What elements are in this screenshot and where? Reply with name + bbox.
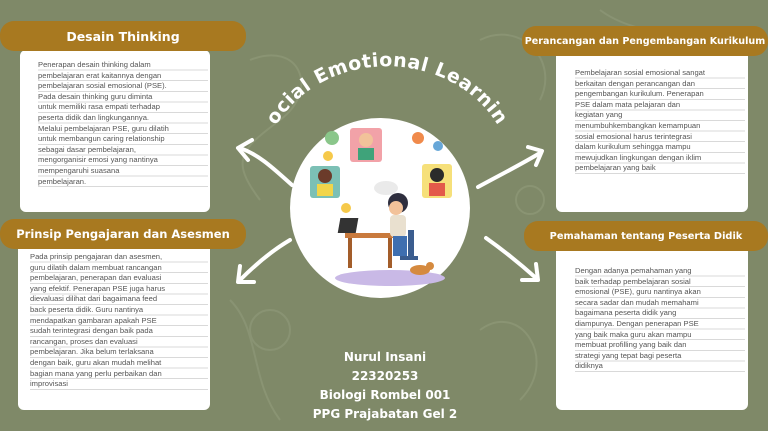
text-line: menumbuhkembangkan kemampuan	[575, 120, 701, 130]
text-line: pembelajaran. Jika belum terlaksana	[30, 347, 154, 357]
text-line: improvisasi	[30, 379, 68, 389]
text-line: Pada desain thinking guru diminta	[38, 91, 153, 101]
card-desain-thinking: Penerapan desain thinking dalam pembelaj…	[20, 50, 210, 212]
card-pemahaman-peserta-didik: Dengan adanya pemahaman yang baik terhad…	[556, 240, 748, 410]
text-line: pembelajaran sosial emosional (PSE).	[38, 81, 167, 91]
text-line: mempengaruhi suasana	[38, 165, 120, 175]
arrow-to-top-left	[236, 138, 294, 187]
text-line: bagian mana yang perlu perbaikan dan	[30, 368, 162, 378]
text-line: pembelajaran, penerapan dan evaluasi	[30, 273, 162, 283]
text-line: Penerapan desain thinking dalam	[38, 60, 151, 69]
text-line: sosial emosional harus terintegrasi	[575, 131, 692, 141]
card-desain-thinking-body: Penerapan desain thinking dalam pembelaj…	[38, 60, 208, 188]
text-line: untuk memiliki rasa empati terhadap	[38, 102, 160, 112]
text-line: bagaimana peserta didik yang	[575, 308, 677, 318]
text-line: peserta didik dan lingkungannya.	[38, 112, 150, 122]
text-line: kegiatan yang	[575, 110, 623, 120]
page-title: Social Emotional Learning	[232, 6, 512, 128]
text-line: Pada prinsip pengajaran dan asesmen,	[30, 252, 163, 261]
arrow-to-bottom-left	[236, 238, 292, 284]
text-line: guru dilatih dalam membuat rancangan	[30, 262, 162, 272]
text-line: strategi yang tepat bagi peserta	[575, 350, 682, 360]
text-line: diampunya. Dengan penerapan PSE	[575, 318, 699, 328]
heading-prinsip-pengajaran: Prinsip Pengajaran dan Asesmen	[0, 219, 246, 249]
author-class: Biologi Rombel 001	[319, 388, 451, 402]
text-line: pembelajaran.	[38, 176, 87, 186]
text-line: sudah terintegrasi dengan baik pada	[30, 326, 153, 336]
svg-text:Social Emotional Learning: Social Emotional Learning	[232, 6, 512, 128]
text-line: dievaluasi dilihat dari bagaimana feed	[30, 294, 158, 304]
author-info: Nurul Insani 22320253 Biologi Rombel 001…	[300, 348, 470, 424]
text-line: mendapatkan gambaran apakah PSE	[30, 315, 157, 325]
text-line: secara sadar dan mudah memahami	[575, 297, 699, 307]
author-name: Nurul Insani	[343, 350, 427, 364]
heading-desain-thinking: Desain Thinking	[0, 21, 246, 51]
text-line: Melalui pembelajaran PSE, guru dilatih	[38, 123, 169, 133]
author-id: 22320253	[351, 369, 419, 383]
text-line: mewujudkan lingkungan dengan iklim	[575, 152, 702, 162]
text-line: emosional (PSE), guru nantinya akan	[575, 287, 701, 297]
text-line: mengorganisir emosi yang nantinya	[38, 155, 158, 165]
arrow-to-bottom-right	[484, 236, 540, 282]
text-line: yang baik maka guru akan mampu	[575, 329, 692, 339]
card-prinsip-pengajaran: Pada prinsip pengajaran dan asesmen, gur…	[18, 240, 210, 410]
text-line: rancangan, proses dan evaluasi	[30, 336, 138, 346]
author-program: PPG Prajabatan Gel 2	[312, 407, 458, 421]
text-line: Pembelajaran sosial emosional sangat	[575, 68, 706, 77]
text-line: sebagai dasar pembelajaran,	[38, 144, 136, 154]
text-line: pembelajaran erat kaitannya dengan	[38, 70, 162, 80]
center-illustration	[290, 118, 470, 298]
card-prinsip-pengajaran-body: Pada prinsip pengajaran dan asesmen, gur…	[30, 252, 208, 390]
arrow-to-top-right	[476, 145, 544, 189]
card-perancangan-kurikulum: Pembelajaran sosial emosional sangat ber…	[556, 50, 748, 212]
text-line: membuat profilling yang baik dan	[575, 340, 687, 350]
heading-pemahaman-peserta-didik: Pemahaman tentang Peserta Didik	[524, 221, 768, 251]
text-line: back peserta didik. Guru nantinya	[30, 304, 144, 314]
text-line: berkaitan dengan perancangan dan	[575, 78, 695, 88]
text-line: dengan baik, guru akan mudah melihat	[30, 357, 162, 367]
text-line: baik terhadap pembelajaran sosial	[575, 276, 691, 286]
card-pemahaman-peserta-didik-body: Dengan adanya pemahaman yang baik terhad…	[575, 266, 745, 372]
page-title-text: Social Emotional Learning	[232, 6, 512, 128]
heading-perancangan-kurikulum: Perancangan dan Pengembangan Kurikulum	[522, 26, 768, 56]
students-laptop-illustration	[310, 128, 452, 286]
text-line: Dengan adanya pemahaman yang	[575, 266, 692, 275]
card-perancangan-kurikulum-body: Pembelajaran sosial emosional sangat ber…	[575, 68, 745, 174]
text-line: dalam kurikulum sehingga mampu	[575, 142, 691, 152]
text-line: untuk membangun caring relationship	[38, 134, 165, 144]
text-line: pengembangan kurikulum. Penerapan	[575, 89, 704, 99]
text-line: didiknya	[575, 361, 603, 371]
text-line: pembelajaran yang baik	[575, 163, 656, 173]
text-line: PSE dalam mata pelajaran dan	[575, 99, 681, 109]
text-line: yang efektif. Penerapan PSE juga harus	[30, 283, 166, 293]
